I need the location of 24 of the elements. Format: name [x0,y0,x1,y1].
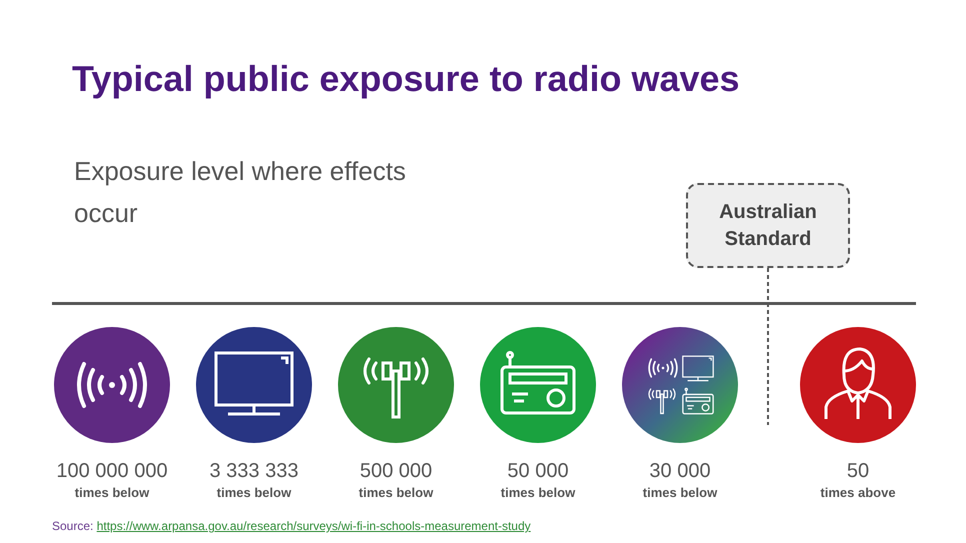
title: Typical public exposure to radio waves [72,57,740,101]
ratio-caption: times below [74,486,150,499]
ratio-value: 100 000 000 [55,461,169,481]
ratio-caption: times below [642,486,718,499]
subtitle: Exposure level where effects occur [74,155,407,230]
icon-circle [54,327,170,443]
box-label: Australian Standard [718,200,818,252]
icon-circle [480,327,596,443]
ratio-caption: times above [819,486,897,499]
ratio-value: 50 000 [506,461,570,481]
ratio-value: 30 000 [648,461,712,481]
icon-circle [338,327,454,443]
ratio-value: 500 000 [358,461,434,481]
label-box [686,183,850,268]
icon-circle [196,327,312,443]
ratio-caption: times below [500,486,576,499]
icon-circle [622,327,738,443]
source-note: Source: https://www.arpansa.gov.au/research/surveys/wi-fi-in-schools-measurement-study [52,518,531,535]
ratio-value: 50 [846,461,870,481]
source-link: https://www.arpansa.gov.au/research/surveys/wi-fi-in-schools-measurement-study [96,519,531,533]
ratio-caption: times below [216,486,292,499]
icon-circle [800,327,916,443]
ratio-caption: times below [358,486,434,499]
ratio-value: 3 333 333 [208,461,300,481]
